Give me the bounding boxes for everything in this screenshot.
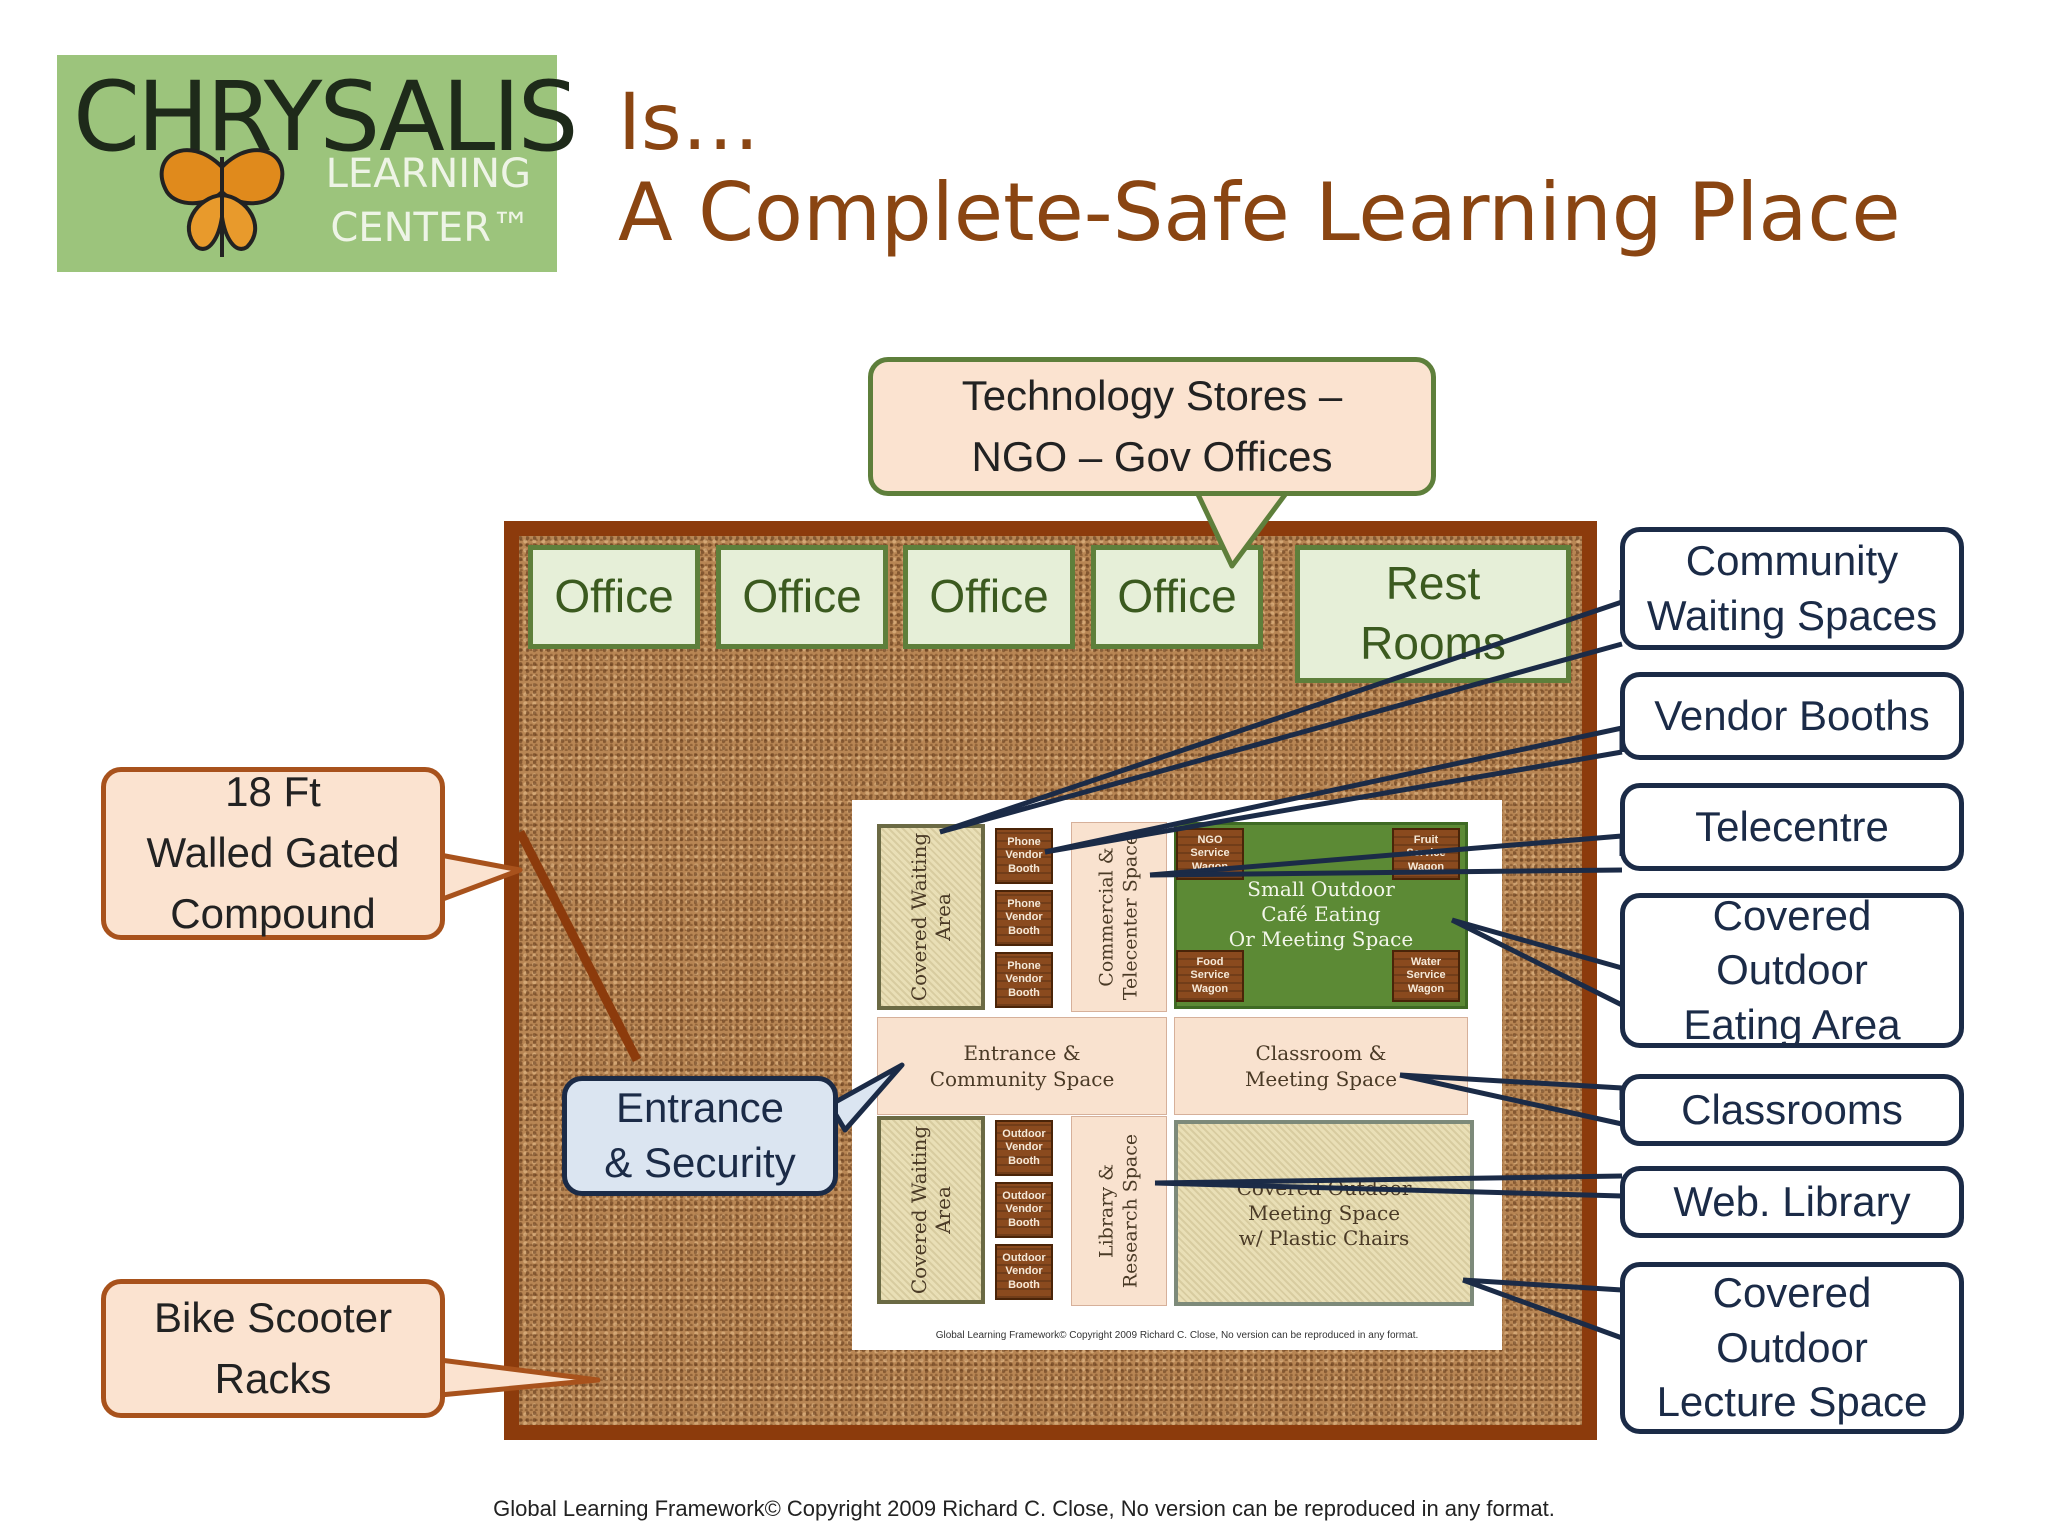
- booth-text: Booth: [1008, 986, 1040, 999]
- booth-text: Outdoor: [1002, 1128, 1046, 1141]
- logo-learning: LEARNING: [325, 151, 531, 197]
- classroom-line-1: Classroom &: [1255, 1041, 1387, 1065]
- outdoor-vendor-booth: Outdoor Vendor Booth: [995, 1182, 1053, 1238]
- eating-line-2: Outdoor: [1716, 946, 1868, 994]
- title-line-1: Is…: [618, 78, 760, 168]
- wagon-text: Service: [1406, 969, 1446, 982]
- eating-line-3: Eating Area: [1683, 1000, 1901, 1048]
- classrooms-callout: Classrooms: [1620, 1074, 1964, 1146]
- cafe-line-1: Small Outdoor: [1247, 877, 1395, 901]
- lecture-callout-line-3: Lecture Space: [1656, 1378, 1928, 1426]
- covered-eating-callout: Covered Outdoor Eating Area: [1620, 892, 1964, 1048]
- community-line-1: Community: [1685, 536, 1899, 584]
- booth-text: Vendor: [1005, 1141, 1043, 1154]
- commercial-telecenter-space: Commercial & Telecenter Space: [1071, 822, 1167, 1012]
- classroom-line-2: Meeting Space: [1244, 1067, 1398, 1091]
- logo-wordmark: CHRYSALIS: [73, 61, 579, 173]
- lecture-space-callout: Covered Outdoor Lecture Space: [1620, 1262, 1964, 1434]
- eating-line-1: Covered: [1712, 891, 1872, 939]
- office-2: Office: [716, 545, 888, 649]
- tech-line-2: NGO – Gov Offices: [971, 432, 1333, 480]
- cafe-line-3: Or Meeting Space: [1228, 927, 1414, 951]
- booth-text: Vendor: [1005, 1265, 1043, 1278]
- plan-copyright: Global Learning Framework© Copyright 200…: [935, 1330, 1419, 1341]
- food-service-wagon: Food Service Wagon: [1176, 950, 1244, 1002]
- booth-text: Phone: [1007, 898, 1041, 911]
- walled-line-3: Compound: [170, 889, 376, 937]
- phone-vendor-booth: Phone Vendor Booth: [995, 828, 1053, 884]
- bike-racks-callout: Bike Scooter Racks: [101, 1279, 445, 1418]
- cafe-line-2: Café Eating: [1261, 902, 1381, 926]
- chrysalis-logo: CHRYSALIS LEARNING CENTER™: [57, 55, 579, 272]
- wagon-text: Fruit: [1413, 834, 1439, 847]
- footer-copyright: Global Learning Framework© Copyright 200…: [493, 1496, 1555, 1521]
- restrooms-line-2: Rooms: [1360, 617, 1506, 669]
- wagon-text: Service: [1190, 847, 1230, 860]
- community-line-2: Waiting Spaces: [1646, 591, 1938, 639]
- wagon-text: Wagon: [1191, 982, 1229, 995]
- entrance-space-line-1: Entrance &: [963, 1041, 1081, 1065]
- telecentre-callout: Telecentre: [1620, 783, 1964, 871]
- covered-waiting-area-top: Covered Waiting Area: [877, 824, 985, 1010]
- walled-compound-callout: 18 Ft Walled Gated Compound: [101, 767, 445, 940]
- booth-text: Vendor: [1005, 911, 1043, 924]
- covered-waiting-area-bottom: Covered Waiting Area: [877, 1116, 985, 1304]
- tech-line-1: Technology Stores –: [961, 371, 1343, 419]
- wagon-text: Food: [1196, 956, 1224, 969]
- lecture-callout-line-1: Covered: [1712, 1269, 1872, 1317]
- logo-center: CENTER™: [330, 205, 531, 251]
- office-3: Office: [903, 545, 1075, 649]
- entrance-security-callout: Entrance & Security: [562, 1076, 838, 1196]
- entrance-line-1: Entrance: [615, 1084, 785, 1132]
- butterfly-icon: [159, 148, 285, 257]
- phone-vendor-booth: Phone Vendor Booth: [995, 952, 1053, 1008]
- wagon-text: NGO: [1197, 834, 1223, 847]
- lecture-line-2: Meeting Space: [1247, 1200, 1401, 1225]
- booth-text: Booth: [1008, 1278, 1040, 1291]
- walled-line-2: Walled Gated: [146, 829, 400, 877]
- wagon-text: Service: [1190, 969, 1230, 982]
- booth-text: Vendor: [1005, 973, 1043, 986]
- vendor-booths-callout: Vendor Booths: [1620, 672, 1964, 760]
- title-line-2: A Complete-Safe Learning Place: [618, 166, 1901, 259]
- bike-line-2: Racks: [214, 1354, 332, 1402]
- booth-text: Booth: [1008, 924, 1040, 937]
- booth-text: Booth: [1008, 862, 1040, 875]
- web-library-callout: Web. Library: [1620, 1166, 1964, 1238]
- lecture-callout-line-2: Outdoor: [1716, 1323, 1868, 1371]
- booth-text: Phone: [1007, 836, 1041, 849]
- bike-line-1: Bike Scooter: [153, 1293, 393, 1341]
- entrance-space-line-2: Community Space: [929, 1067, 1115, 1091]
- covered-outdoor-meeting-space: Covered Outdoor Meeting Space w/ Plastic…: [1174, 1120, 1474, 1306]
- office-4: Office: [1091, 545, 1263, 649]
- entrance-community-space: Entrance & Community Space: [877, 1017, 1167, 1115]
- wagon-text: Water: [1410, 956, 1442, 969]
- outdoor-vendor-booth: Outdoor Vendor Booth: [995, 1244, 1053, 1300]
- restrooms: Rest Rooms: [1295, 545, 1571, 683]
- library-research-space: Library & Research Space: [1071, 1116, 1167, 1306]
- water-service-wagon: Water Service Wagon: [1392, 950, 1460, 1002]
- booth-text: Outdoor: [1002, 1190, 1046, 1203]
- phone-vendor-booth: Phone Vendor Booth: [995, 890, 1053, 946]
- restrooms-line-1: Rest: [1385, 557, 1481, 610]
- booth-text: Booth: [1008, 1216, 1040, 1229]
- booth-text: Outdoor: [1002, 1252, 1046, 1265]
- office-1: Office: [528, 545, 700, 649]
- booth-text: Phone: [1007, 960, 1041, 973]
- outdoor-vendor-booth: Outdoor Vendor Booth: [995, 1120, 1053, 1176]
- community-waiting-callout: Community Waiting Spaces: [1620, 527, 1964, 650]
- technology-stores-callout: Technology Stores – NGO – Gov Offices: [868, 357, 1436, 496]
- booth-text: Vendor: [1005, 849, 1043, 862]
- walled-line-1: 18 Ft: [225, 768, 321, 816]
- wagon-text: Wagon: [1407, 982, 1445, 995]
- entrance-line-2: & Security: [604, 1139, 796, 1186]
- booth-text: Vendor: [1005, 1203, 1043, 1216]
- classroom-meeting-space: Classroom & Meeting Space: [1174, 1017, 1468, 1115]
- booth-text: Booth: [1008, 1154, 1040, 1167]
- lecture-line-3: w/ Plastic Chairs: [1238, 1225, 1410, 1250]
